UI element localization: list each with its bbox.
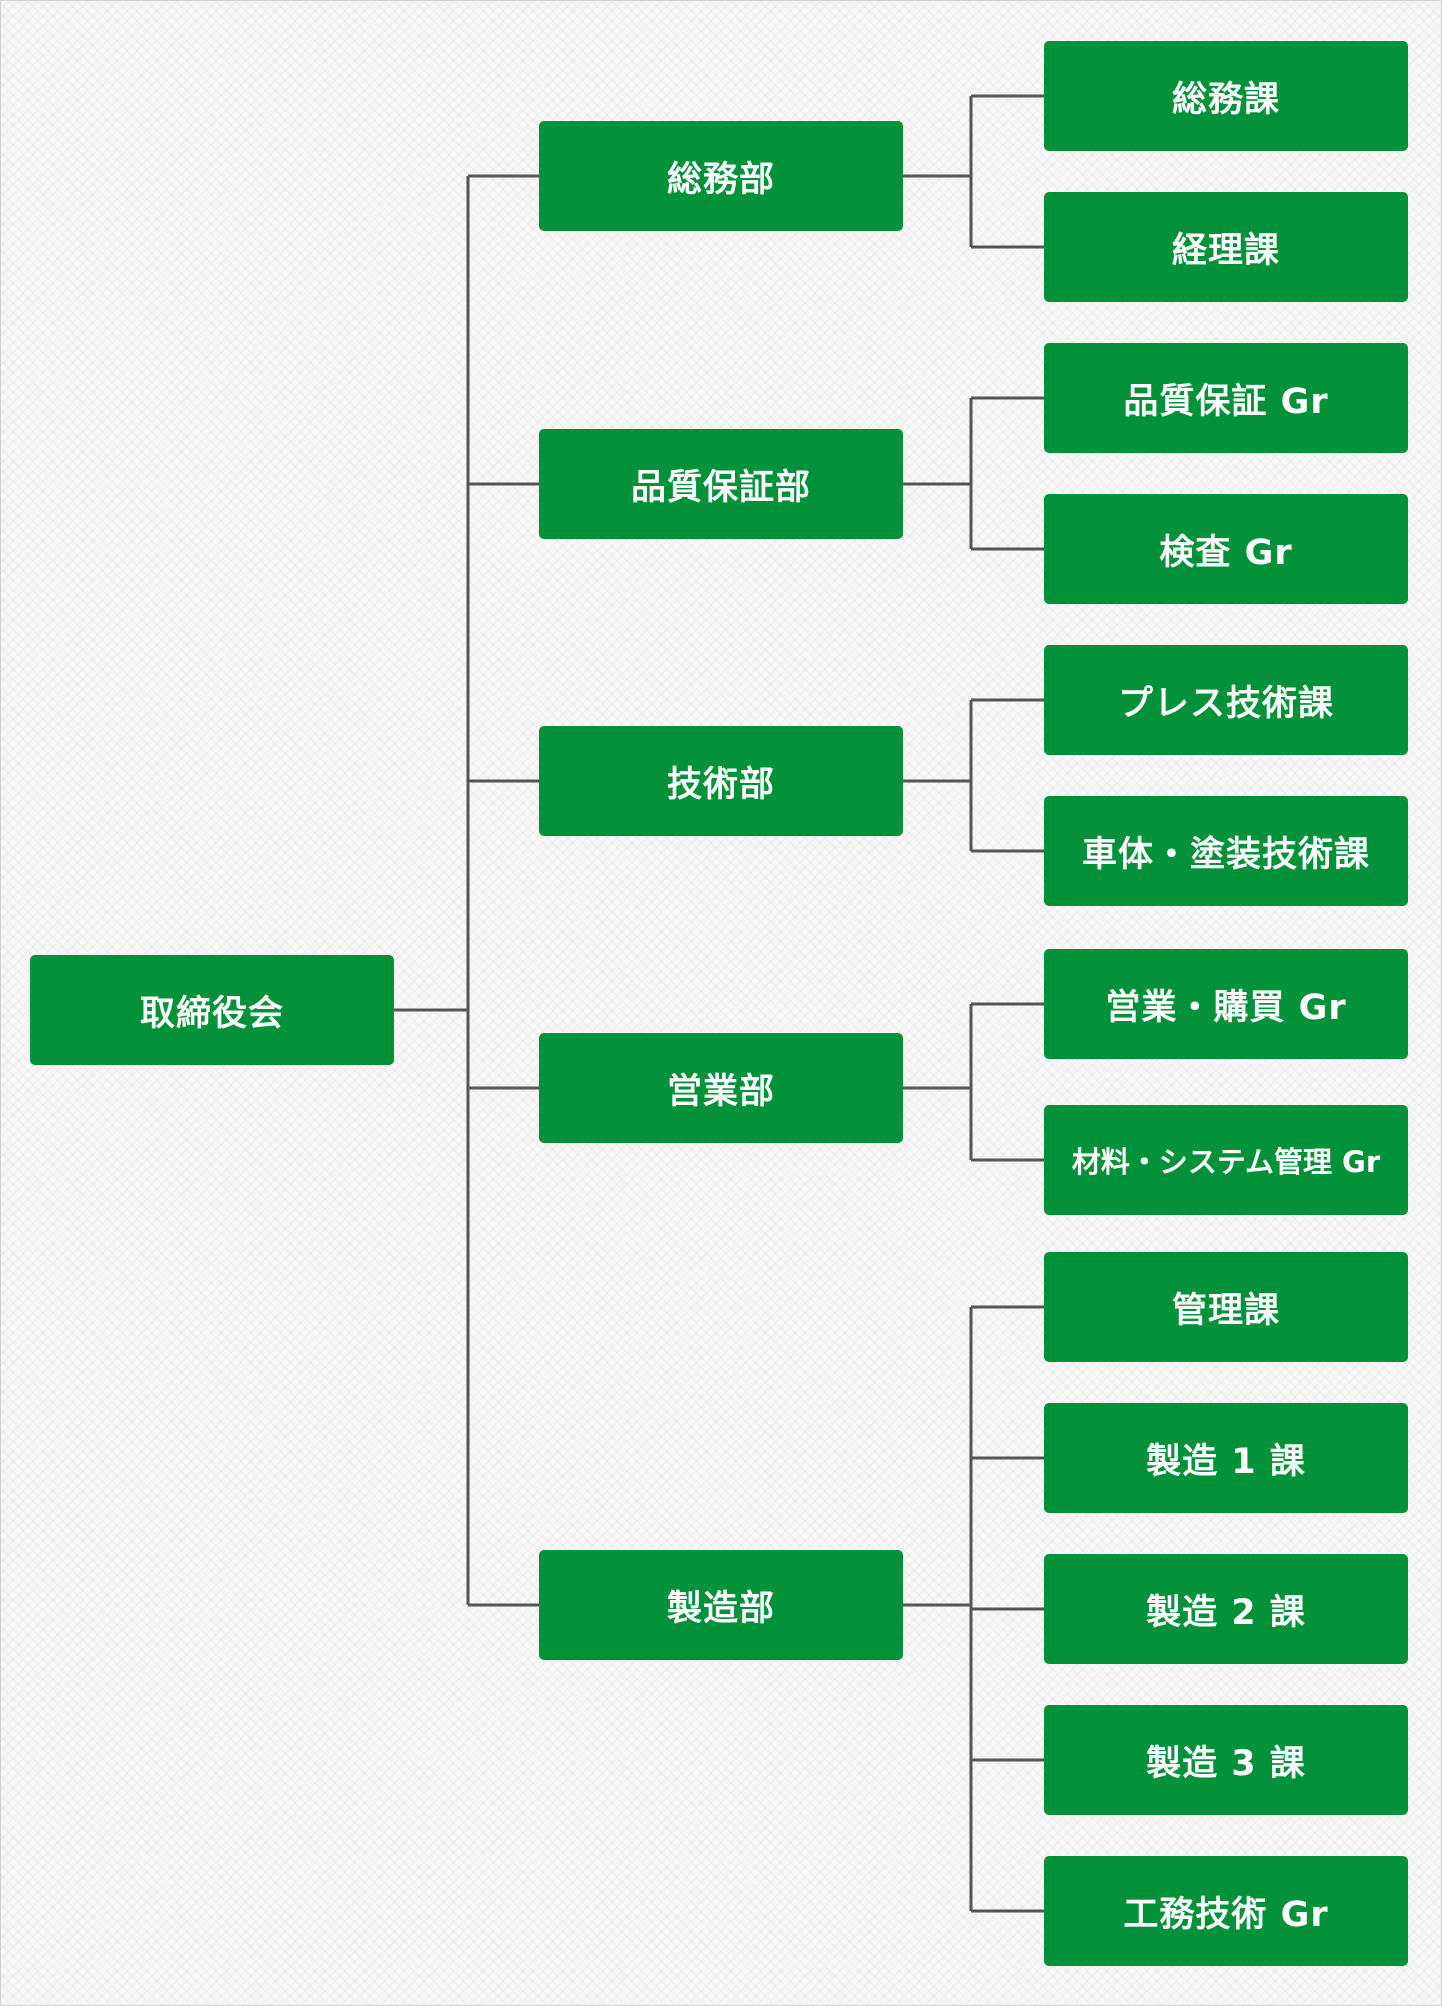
node-group-sales-purchasing: 営業・購買 Gr [1044,949,1408,1059]
node-group-inspection: 検査 Gr [1044,494,1408,604]
node-dept-general-affairs: 総務部 [539,121,903,231]
node-dept-manufacturing: 製造部 [539,1550,903,1660]
node-group-materials-systems: 材料・システム管理 Gr [1044,1105,1408,1215]
node-section-body-paint-engineering: 車体・塗装技術課 [1044,796,1408,906]
node-section-general-affairs: 総務課 [1044,41,1408,151]
node-group-quality-assurance: 品質保証 Gr [1044,343,1408,453]
node-section-manufacturing-2: 製造 2 課 [1044,1554,1408,1664]
node-dept-engineering: 技術部 [539,726,903,836]
node-section-management: 管理課 [1044,1252,1408,1362]
node-section-manufacturing-1: 製造 1 課 [1044,1403,1408,1513]
node-root: 取締役会 [30,955,394,1065]
node-dept-sales: 営業部 [539,1033,903,1143]
node-group-works-engineering: 工務技術 Gr [1044,1856,1408,1966]
node-dept-quality-assurance: 品質保証部 [539,429,903,539]
node-section-accounting: 経理課 [1044,192,1408,302]
node-section-manufacturing-3: 製造 3 課 [1044,1705,1408,1815]
node-section-press-engineering: プレス技術課 [1044,645,1408,755]
